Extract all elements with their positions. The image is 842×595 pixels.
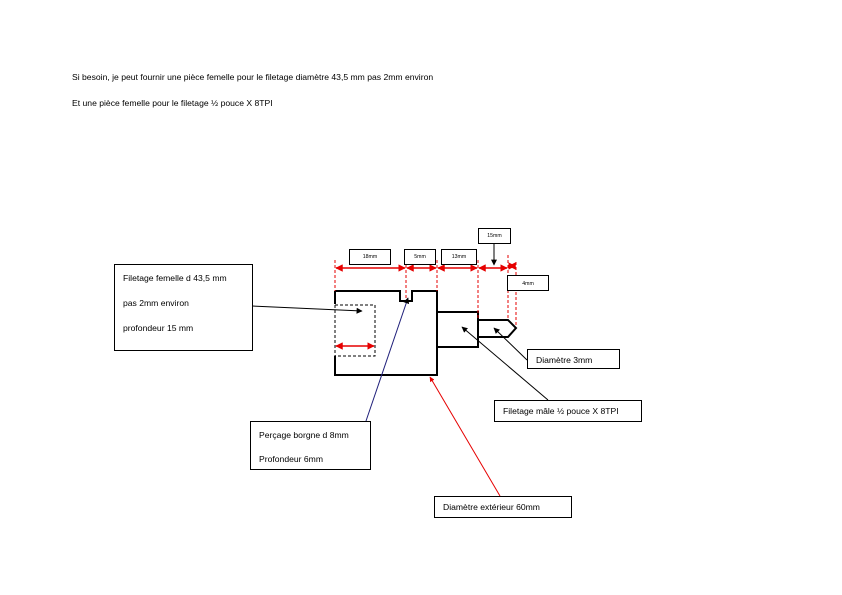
callout-outer-diameter-line-1: Diamètre extérieur 60mm [443, 502, 540, 512]
callout-blind-hole-line-1: Perçage borgne d 8mm [259, 430, 349, 440]
callout-female-thread: Filetage femelle d 43,5 mm pas 2mm envir… [114, 264, 253, 351]
callout-female-thread-line-1: Filetage femelle d 43,5 mm [123, 273, 227, 283]
dimension-tag-4mm: 4mm [507, 275, 549, 291]
dimension-tag-5mm: 5mm [404, 249, 436, 265]
male-thread-section [436, 311, 479, 348]
callout-blind-hole-line-2: Profondeur 6mm [259, 454, 324, 464]
intro-line-2: Et une pièce femelle pour le filetage ½ … [72, 98, 273, 108]
leader-female-thread [251, 305, 363, 314]
callout-female-thread-line-2: pas 2mm environ [123, 298, 189, 308]
leader-diameter-3 [493, 327, 528, 361]
intro-line-1: Si besoin, je peut fournir une pièce fem… [72, 72, 434, 82]
dimension-tag-13mm: 13mm [441, 249, 477, 265]
callout-male-thread-line-1: Filetage mâle ½ pouce X 8TPI [503, 406, 619, 416]
female-thread-hidden-line [335, 304, 376, 357]
part-body-outline [334, 290, 438, 376]
dimension-tag-18mm: 18mm [349, 249, 391, 265]
callout-diameter-3: Diamètre 3mm [527, 349, 620, 369]
leader-blind-hole [365, 297, 410, 422]
leader-outer-diameter [429, 376, 501, 497]
dimension-arrows [335, 262, 516, 350]
dimension-tag-15mm: 15mm [478, 228, 511, 244]
callout-outer-diameter: Diamètre extérieur 60mm [434, 496, 572, 518]
callout-blind-hole: Perçage borgne d 8mm Profondeur 6mm [250, 421, 371, 470]
leader-male-thread [461, 326, 549, 401]
callout-female-thread-line-3: profondeur 15 mm [123, 323, 194, 333]
callout-diameter-3-line-1: Diamètre 3mm [536, 355, 593, 365]
tip-section [478, 319, 518, 338]
callout-male-thread: Filetage mâle ½ pouce X 8TPI [494, 400, 642, 422]
